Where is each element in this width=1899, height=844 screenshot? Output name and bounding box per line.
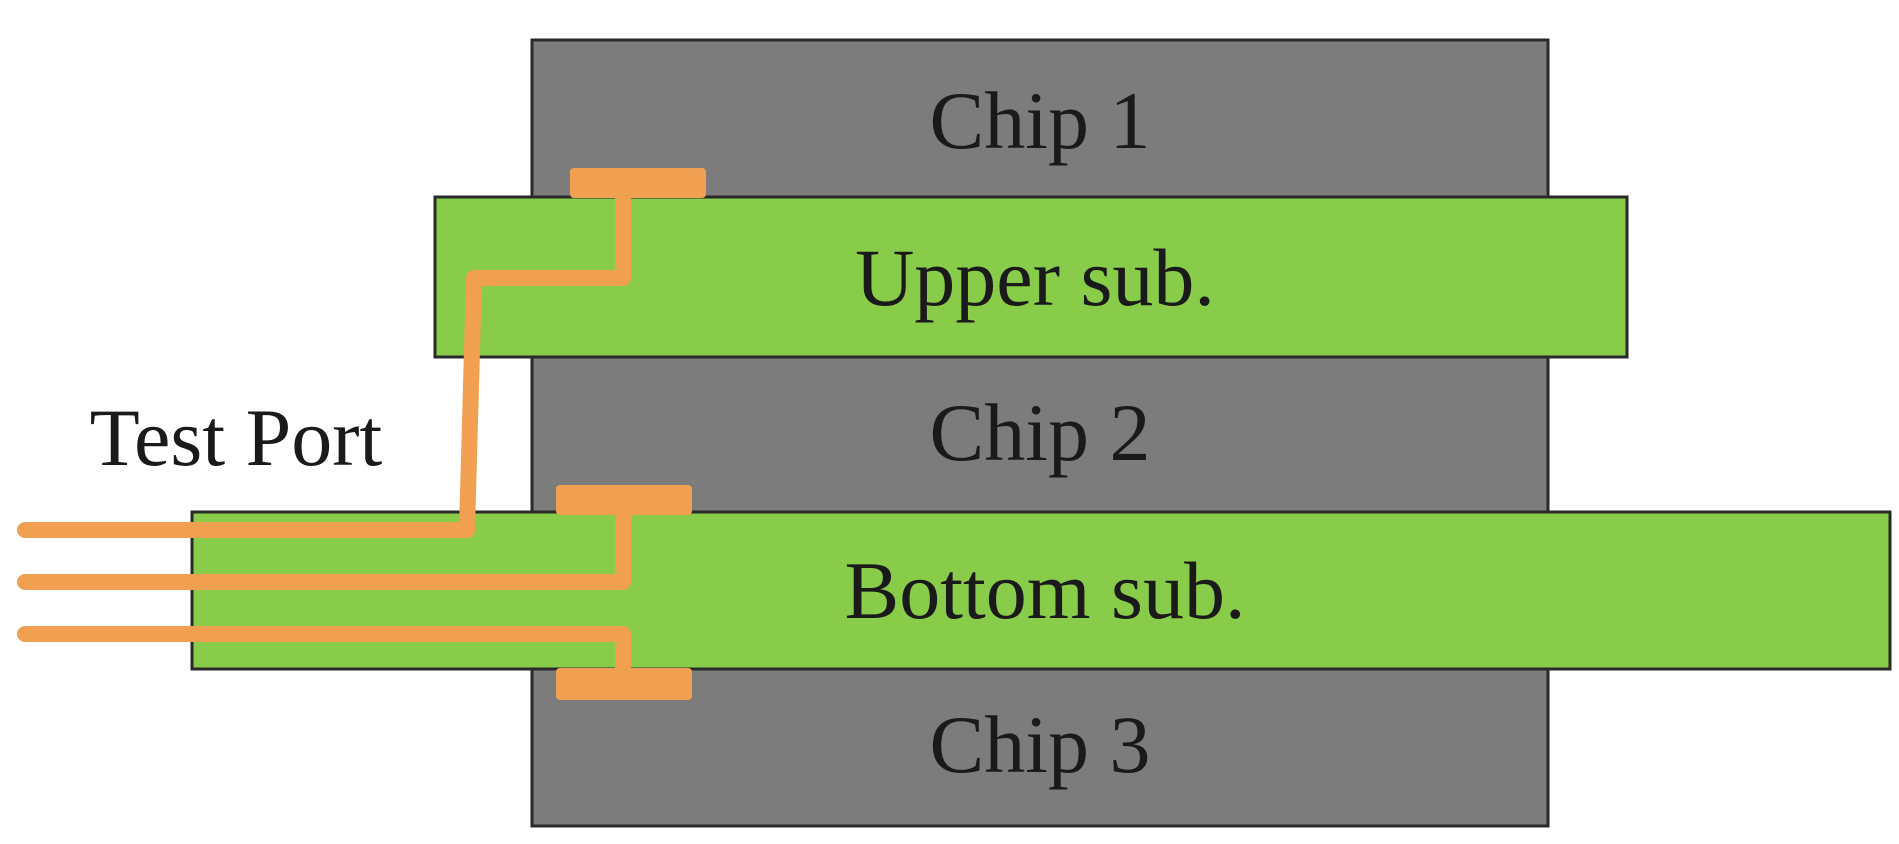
upper-substrate-label: Upper sub. (855, 232, 1215, 323)
chip-3-pad (556, 668, 692, 700)
routing-traces (17, 182, 631, 688)
chip-3-block (530, 666, 1550, 828)
chip-1-pad (570, 168, 706, 198)
trace-chip-1 (17, 182, 631, 538)
test-port-label: Test Port (90, 392, 383, 483)
bottom-substrate-label: Bottom sub. (845, 545, 1246, 636)
chip-2-block (530, 353, 1550, 517)
chip-2-label: Chip 2 (930, 387, 1151, 478)
chip-2-pad (556, 485, 692, 515)
trace-chip-3 (17, 626, 631, 688)
chip-3-label: Chip 3 (930, 699, 1151, 790)
upper-substrate (433, 195, 1629, 359)
bottom-substrate (190, 510, 1892, 671)
trace-chip-2 (17, 492, 631, 590)
chip-1-label: Chip 1 (930, 75, 1151, 166)
